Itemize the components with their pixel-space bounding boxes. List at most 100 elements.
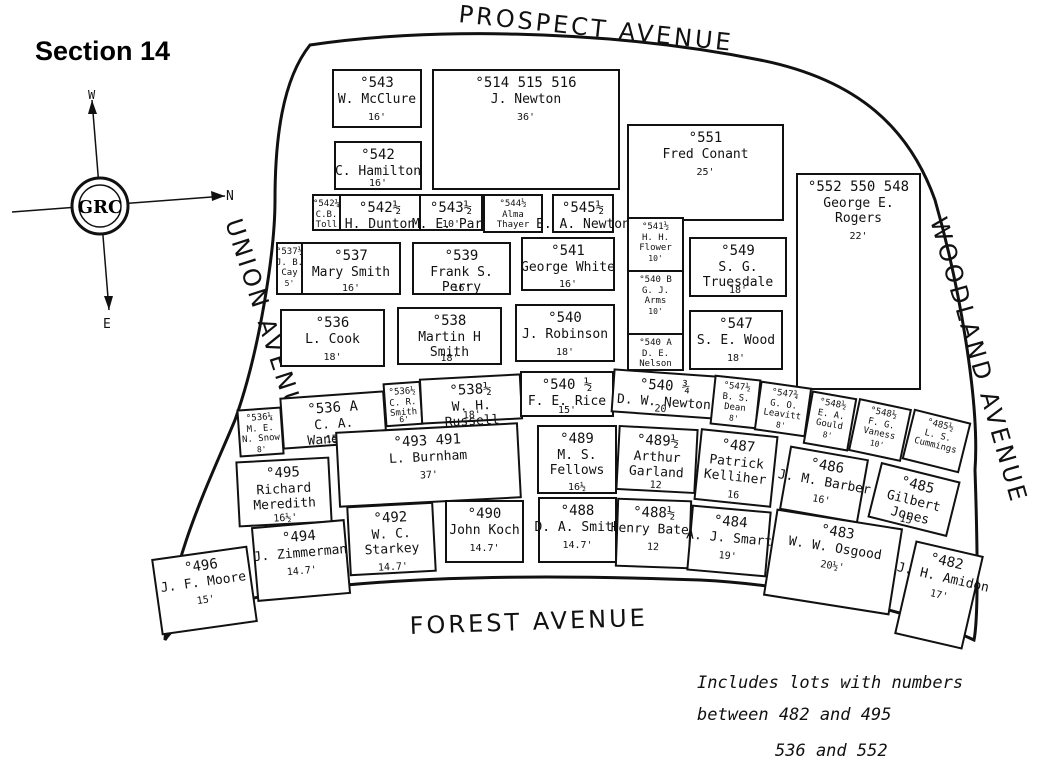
lot-dimension: 18': [440, 353, 458, 364]
lot-outline: [796, 173, 921, 390]
lot-number: °542: [361, 147, 395, 163]
lot-dimension: 10': [648, 307, 662, 316]
lot-dimension: 16½': [273, 511, 298, 524]
lot-outline: [894, 540, 984, 650]
lot-owner-name: George White: [521, 260, 615, 275]
lot-number: °484: [713, 513, 748, 532]
section-boundary: [163, 32, 979, 643]
lot-owner-name: Flower: [639, 243, 672, 253]
lot-number: °489½: [637, 432, 680, 450]
lot-owner-name: Truesdale: [703, 275, 774, 290]
lot-outline: [445, 500, 524, 563]
lot-owner-name: John Koch: [449, 523, 519, 538]
lot-number: °486: [809, 455, 845, 477]
lot-number: °545½: [562, 200, 604, 216]
lot-outline: [627, 270, 684, 335]
lot-dimension: 18': [323, 352, 341, 363]
compass-logo-text: GRC: [78, 197, 123, 218]
lot-owner-name: Henry Bates: [610, 521, 697, 539]
lot-outline: [753, 380, 813, 438]
lot-owner-name: E. A. Newton: [536, 217, 630, 232]
lot-dimension: 16': [369, 178, 387, 189]
lot-dimension: 16': [368, 112, 386, 123]
lot-owner-name: Gould: [815, 418, 843, 433]
lot-dimension: 10': [869, 438, 885, 450]
lot-number: °536 A: [307, 398, 359, 418]
lot-dimension: 18': [729, 285, 747, 296]
lot-owner-name: J. B.: [276, 258, 303, 268]
lot-owner-name: L. Cook: [305, 332, 360, 347]
lot-number: °547½: [723, 380, 751, 394]
lot-owner-name: N. Snow: [242, 433, 281, 446]
lot-dimension: 6': [399, 415, 409, 425]
lot-owner-name: Dean: [724, 402, 747, 414]
lot-dimension: 20': [654, 403, 673, 415]
lot-number: °514 515 516: [475, 75, 576, 91]
lot-number: °542½: [359, 200, 401, 216]
lot-owner-name: M. E.: [246, 423, 274, 435]
lot-owner-name: Smith: [390, 407, 418, 419]
lot-owner-name: C.B.: [316, 210, 338, 220]
lot-number: °537: [334, 248, 368, 264]
lot-outline: [339, 194, 421, 231]
lot-owner-name: Frank S.: [430, 265, 493, 280]
lot-number: °538: [433, 313, 467, 329]
lot-dimension: 8': [775, 420, 786, 430]
lot-outline: [627, 217, 684, 272]
lot-outline: [867, 461, 961, 538]
lot-owner-name: W. McClure: [338, 92, 416, 107]
lot-owner-name: D. E.: [642, 349, 669, 359]
note-line-2: between 482 and 495: [697, 705, 891, 725]
lot-number: °551: [689, 130, 723, 146]
lot-owner-name: Alma: [502, 210, 524, 220]
lot-outline: [693, 428, 779, 508]
lot-owner-name: C. Hamilton: [335, 164, 421, 179]
lot-outline: [762, 508, 904, 616]
lot-owner-name: J. Newton: [491, 92, 561, 107]
lot-number: °538½: [449, 381, 492, 399]
lot-owner-name: G. J.: [642, 286, 669, 296]
lot-outline: [412, 242, 511, 295]
lot-dimension: 18': [556, 347, 574, 358]
lot-owner-name: H. H.: [642, 233, 669, 243]
lot-dimension: 10': [648, 254, 662, 263]
lot-owner-name: Garland: [629, 464, 685, 482]
lot-dimension: 15': [899, 513, 919, 528]
lot-number: °542¼: [313, 199, 340, 209]
lot-number: °489: [560, 431, 594, 447]
lot-outline: [483, 194, 543, 233]
lot-number: °541½: [642, 221, 669, 232]
note-line-1: Includes lots with numbers: [697, 673, 963, 693]
lot-owner-name: W. H.: [451, 398, 491, 415]
note-line-3: 536 and 552: [775, 741, 888, 761]
lot-number: °487: [721, 436, 756, 455]
lot-owner-name: Martin H: [418, 330, 481, 345]
lot-number: °547¾: [771, 387, 799, 401]
street-forest: FOREST AVENUE: [409, 604, 648, 640]
lot-dimension: 10': [442, 219, 460, 230]
lot-number: °537½: [276, 246, 303, 257]
